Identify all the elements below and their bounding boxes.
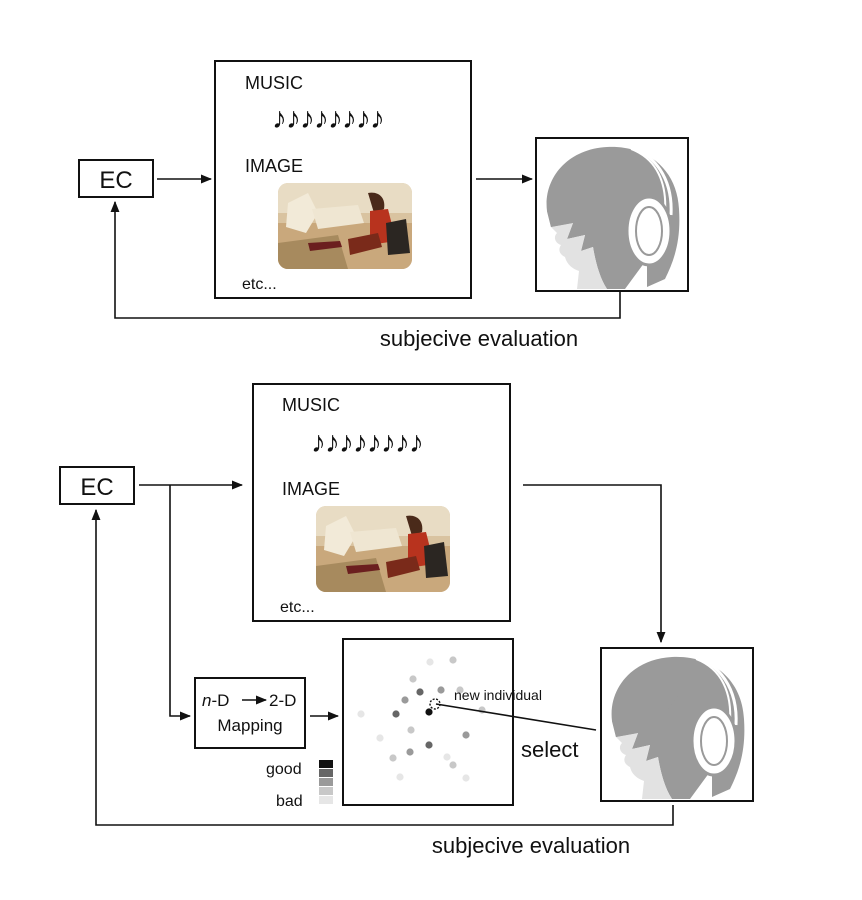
top-panel: EC MUSIC ♪♪♪♪♪♪♪♪ IMAGE etc... subjecive… <box>78 60 689 351</box>
scatter-point-19 <box>449 761 457 769</box>
scatter-point-20 <box>396 773 404 781</box>
select-label: select <box>521 737 578 762</box>
bottom-image-label: IMAGE <box>282 479 340 499</box>
scatter-point-5 <box>456 686 464 694</box>
scatter-point-15 <box>425 741 433 749</box>
legend-good-label: good <box>266 761 302 778</box>
mapping-line1: n-D <box>202 691 229 710</box>
select-line <box>435 703 597 731</box>
listener-headphones-icon <box>537 139 687 289</box>
bottom-feedback-label: subjecive evaluation <box>432 833 630 858</box>
scatter-point-18 <box>389 754 397 762</box>
scatter-points <box>357 656 486 782</box>
scatter-point-21 <box>462 774 470 782</box>
scatter-point-6 <box>416 688 424 696</box>
scatter-point-3 <box>409 675 417 683</box>
bottom-media-box <box>252 383 511 622</box>
scatter-point-8 <box>425 708 433 716</box>
scatter-point-13 <box>407 726 415 734</box>
legend-swatch-1 <box>319 760 333 768</box>
bottom-ec-box <box>59 466 135 505</box>
bottom-music-notes: ♪♪♪♪♪♪♪♪ <box>311 426 423 459</box>
bottom-panel: EC MUSIC ♪♪♪♪♪♪♪♪ IMAGE etc... n-D 2-D M… <box>59 383 754 858</box>
scatter-point-7 <box>401 696 409 704</box>
legend-swatch-4 <box>319 787 333 795</box>
scatter-point-10 <box>357 710 365 718</box>
top-image-thumbnail <box>278 183 412 269</box>
scatter-point-1 <box>426 658 434 666</box>
listener-headphones-icon-bottom <box>602 649 752 799</box>
top-ec-box <box>78 159 154 198</box>
scatter-point-2 <box>449 656 457 664</box>
legend-swatch-3 <box>319 778 333 786</box>
top-feedback-label: subjecive evaluation <box>380 326 578 351</box>
top-feedback-arrow <box>110 200 621 319</box>
scatter-point-14 <box>462 731 470 739</box>
scatter-point-17 <box>443 753 451 761</box>
legend-bad-label: bad <box>276 793 303 810</box>
new-individual-label: new individual <box>454 687 542 703</box>
scatter-point-12 <box>376 734 384 742</box>
legend-swatch-5 <box>319 796 333 804</box>
top-music-label: MUSIC <box>245 73 303 93</box>
legend-swatches <box>319 760 333 804</box>
bottom-etc-label: etc... <box>280 599 315 616</box>
bottom-music-label: MUSIC <box>282 395 340 415</box>
mapping-2d: 2-D <box>269 691 296 710</box>
bottom-arrow-ec-to-mapping <box>169 485 192 721</box>
mapping-box <box>194 677 306 749</box>
mapping-n: n <box>202 691 211 710</box>
scatter-point-16 <box>406 748 414 756</box>
mapping-nd: -D <box>211 691 229 710</box>
bottom-feedback-arrow <box>91 508 674 826</box>
mapping-line2: Mapping <box>217 716 282 735</box>
bottom-image-thumbnail <box>316 506 450 592</box>
legend-swatch-2 <box>319 769 333 777</box>
top-etc-label: etc... <box>242 276 277 293</box>
top-ec-label: EC <box>99 167 132 194</box>
top-music-notes: ♪♪♪♪♪♪♪♪ <box>272 102 384 135</box>
scatter-point-4 <box>437 686 445 694</box>
scatter-box <box>342 638 514 806</box>
scatter-point-9 <box>392 710 400 718</box>
bottom-ec-label: EC <box>80 474 113 501</box>
top-image-label: IMAGE <box>245 156 303 176</box>
shade-legend: good bad <box>266 760 333 810</box>
arrow-media-to-listener <box>523 484 666 644</box>
